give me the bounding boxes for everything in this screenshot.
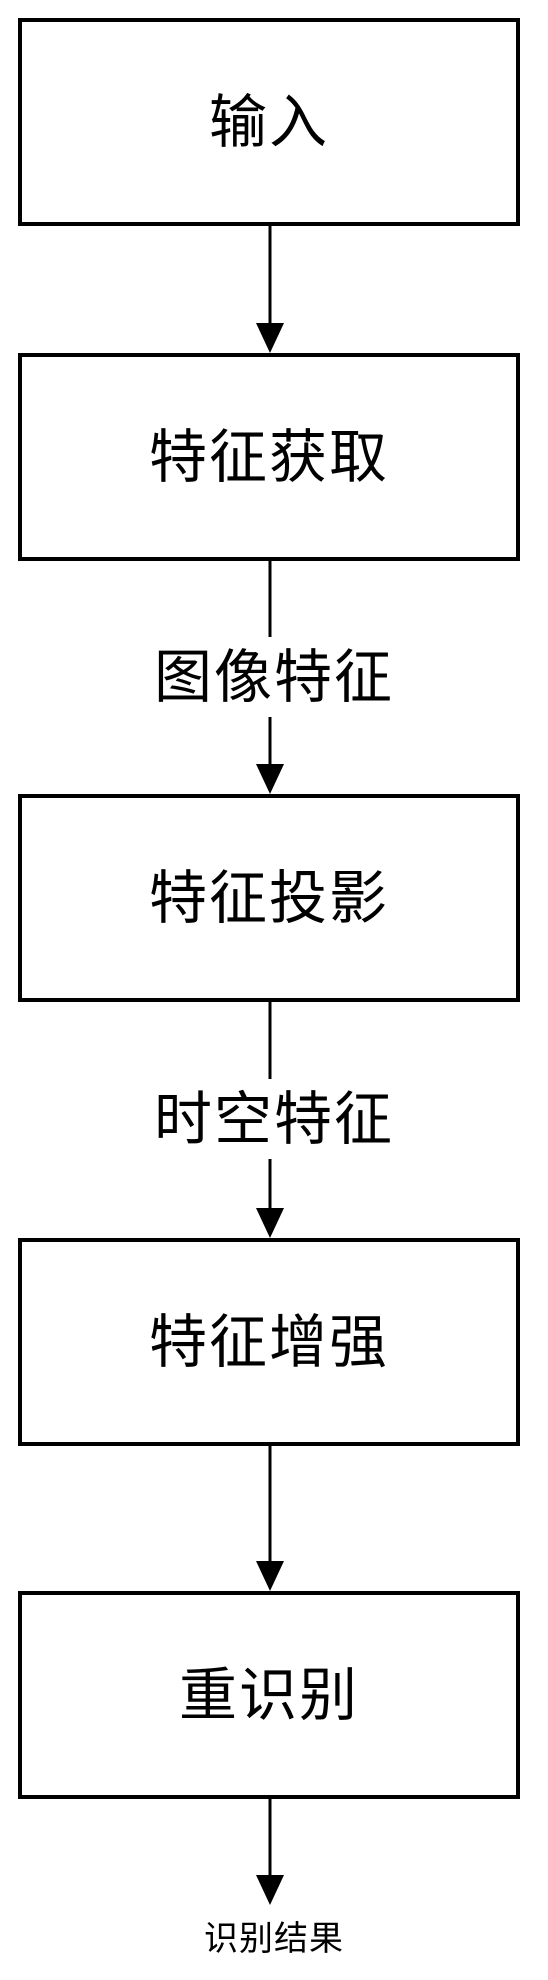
step-feature-acquisition-box: 特征获取 [18,353,520,561]
connector-label-spatiotemporal-features-text: 时空特征 [149,1079,398,1159]
connector-label-spatiotemporal-features: 时空特征 [0,1079,548,1159]
arrowhead-feature-projection [256,764,284,794]
output-result-label: 识别结果 [204,1919,344,1959]
step-feature-enhancement-box: 特征增强 [18,1238,520,1446]
step-feature-enhancement-label: 特征增强 [148,1308,389,1376]
step-input-label: 输入 [208,88,329,156]
step-feature-acquisition-label: 特征获取 [148,423,389,491]
connector-label-image-features-text: 图像特征 [149,637,398,717]
arrowhead-result [256,1875,284,1905]
step-feature-projection-box: 特征投影 [18,794,520,1002]
arrowhead-feature-acquisition [256,323,284,353]
arrowhead-feature-enhancement [256,1208,284,1238]
step-re-identification-box: 重识别 [18,1591,520,1799]
step-feature-projection-label: 特征投影 [148,864,389,932]
connector-label-image-features: 图像特征 [0,637,548,717]
arrowhead-re-identification [256,1561,284,1591]
step-re-identification-label: 重识别 [178,1661,359,1729]
step-input-box: 输入 [18,18,520,226]
